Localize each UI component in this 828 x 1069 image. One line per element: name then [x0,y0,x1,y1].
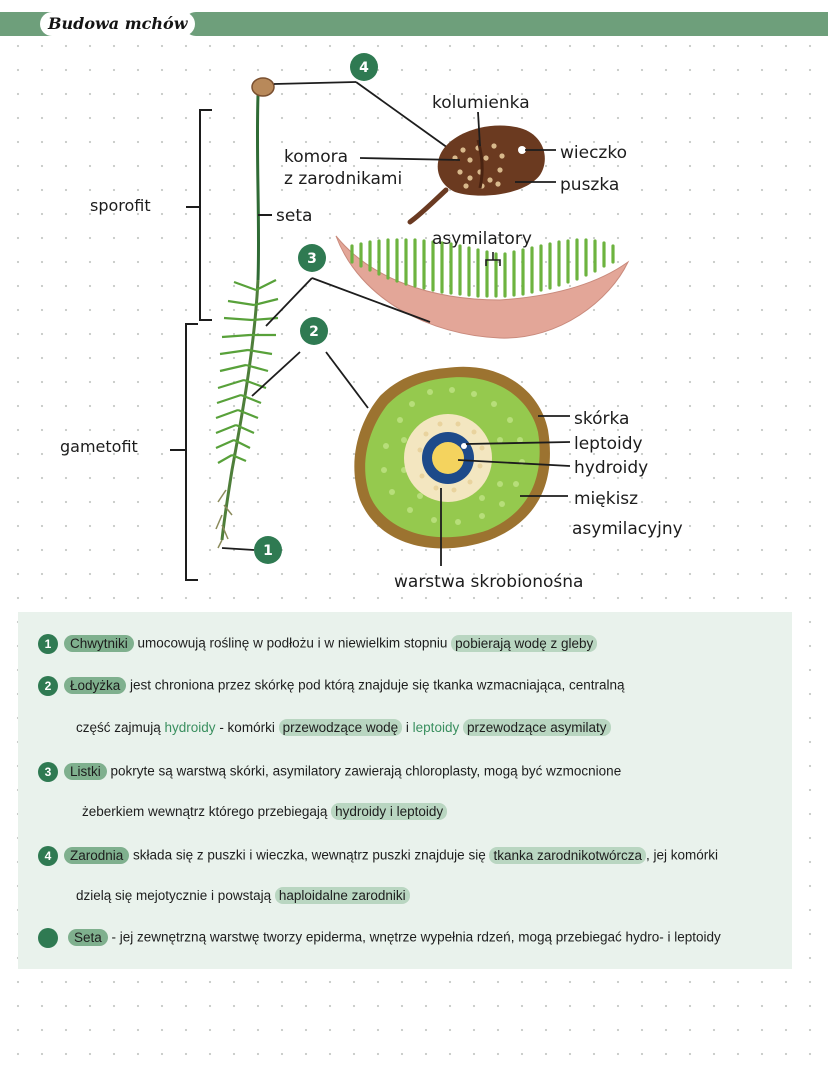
note-5-term: Seta [68,928,108,946]
badge-3: 3 [298,244,326,272]
svg-text:4: 4 [359,60,369,76]
title-bar-right [184,12,828,36]
label-wieczko: wieczko [560,143,627,163]
moss-diagram: sporofit gametofit seta [60,53,683,592]
note-2-line2: część zajmują hydroidy - komórki przewod… [76,719,611,736]
note-3-line2: żeberkiem wewnątrz którego przebiegają h… [82,803,448,820]
label-komora-line1: komora [284,147,348,167]
note-badge-4: 4 [38,846,58,866]
label-komora-line2: z zarodnikami [284,169,402,189]
moss-plant-illustration [215,77,279,549]
note-3-term: Listki [64,762,107,780]
label-kolumienka: kolumienka [432,93,530,113]
label-seta: seta [276,206,312,226]
gametofit-bracket [170,323,198,581]
label-miekisz-line2: asymilacyjny [572,519,683,539]
label-warstwa-skrobionosna: warstwa skrobionośna [394,572,583,592]
svg-text:1: 1 [263,543,273,559]
label-skorka: skórka [574,409,629,429]
svg-text:3: 3 [307,251,317,267]
label-puszka: puszka [560,175,619,195]
note-bullet-5 [38,928,58,948]
label-miekisz-line1: miękisz [574,489,638,509]
note-badge-1: 1 [38,634,58,654]
note-4-line2: dzielą się mejotycznie i powstają haploi… [76,887,410,904]
note-1-term: Chwytniki [64,634,134,652]
note-5: Seta - jej zewnętrzną warstwę tworzy epi… [38,928,721,948]
svg-text:2: 2 [309,324,319,340]
note-badge-3: 3 [38,762,58,782]
note-badge-2: 2 [38,676,58,696]
badge-1: 1 [254,536,282,564]
label-asymilatory: asymilatory [432,229,532,249]
label-sporofit: sporofit [90,196,151,215]
page-title: Budowa mchów [40,12,196,36]
badge-2: 2 [300,317,328,345]
note-2-term: Łodyżka [64,676,127,694]
label-gametofit: gametofit [60,437,138,456]
sporofit-bracket [186,109,212,321]
note-4-term: Zarodnia [64,846,130,864]
label-hydroidy: hydroidy [574,458,648,478]
stem-cross-section [354,366,550,549]
leaf-cross-section [335,235,630,339]
capsule-illustration [407,125,545,225]
label-leptoidy: leptoidy [574,434,643,454]
badge-4: 4 [350,53,378,81]
